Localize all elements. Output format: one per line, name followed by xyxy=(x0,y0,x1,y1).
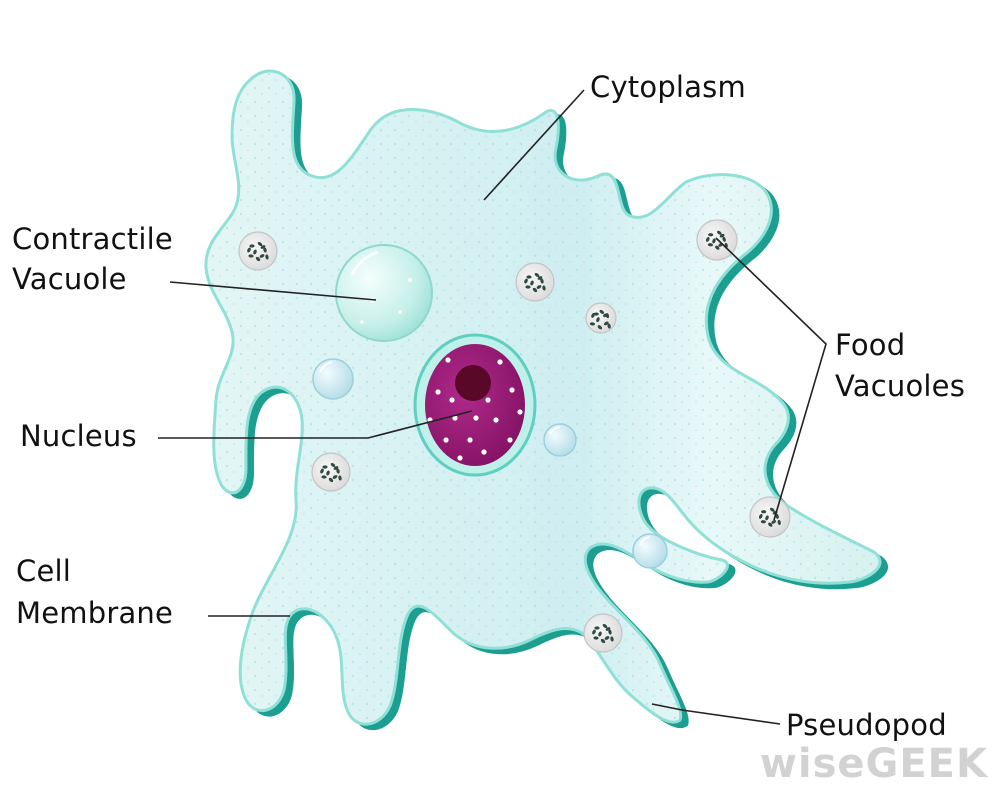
leader-line-contractile-vacuole xyxy=(169,281,377,301)
small-vacuole xyxy=(312,358,354,400)
leader-line-cytoplasm xyxy=(483,89,585,201)
leader-line-food-vacuoles xyxy=(715,237,827,521)
food-vacuole xyxy=(311,452,351,492)
food-vacuole xyxy=(585,302,617,334)
wisegeek-watermark: wiseGEEK xyxy=(759,741,988,787)
small-vacuole xyxy=(632,533,668,569)
food-vacuole xyxy=(515,262,555,302)
label-contractile-vacuole-line2: Vacuole xyxy=(12,262,127,296)
label-nucleus: Nucleus xyxy=(20,419,137,453)
leader-line-pseudopod xyxy=(651,703,781,725)
food-vacuole xyxy=(583,613,623,653)
nucleus xyxy=(413,333,537,477)
label-cytoplasm: Cytoplasm xyxy=(590,70,746,104)
food-vacuoles-group xyxy=(238,219,791,653)
small-vacuole xyxy=(543,423,577,457)
label-contractile-vacuole-line1: Contractile xyxy=(12,222,173,256)
label-food-vacuoles-line1: Food xyxy=(835,328,906,362)
food-vacuole xyxy=(749,496,791,538)
contractile-vacuole xyxy=(335,244,433,342)
leader-line-nucleus xyxy=(158,410,473,439)
food-vacuole xyxy=(238,231,278,271)
label-pseudopod: Pseudopod xyxy=(786,708,947,742)
nucleolus xyxy=(455,365,491,401)
label-food-vacuoles-line2: Vacuoles xyxy=(835,369,966,403)
label-cell-membrane-line1: Cell xyxy=(16,554,72,588)
label-cell-membrane-line2: Membrane xyxy=(16,596,174,630)
